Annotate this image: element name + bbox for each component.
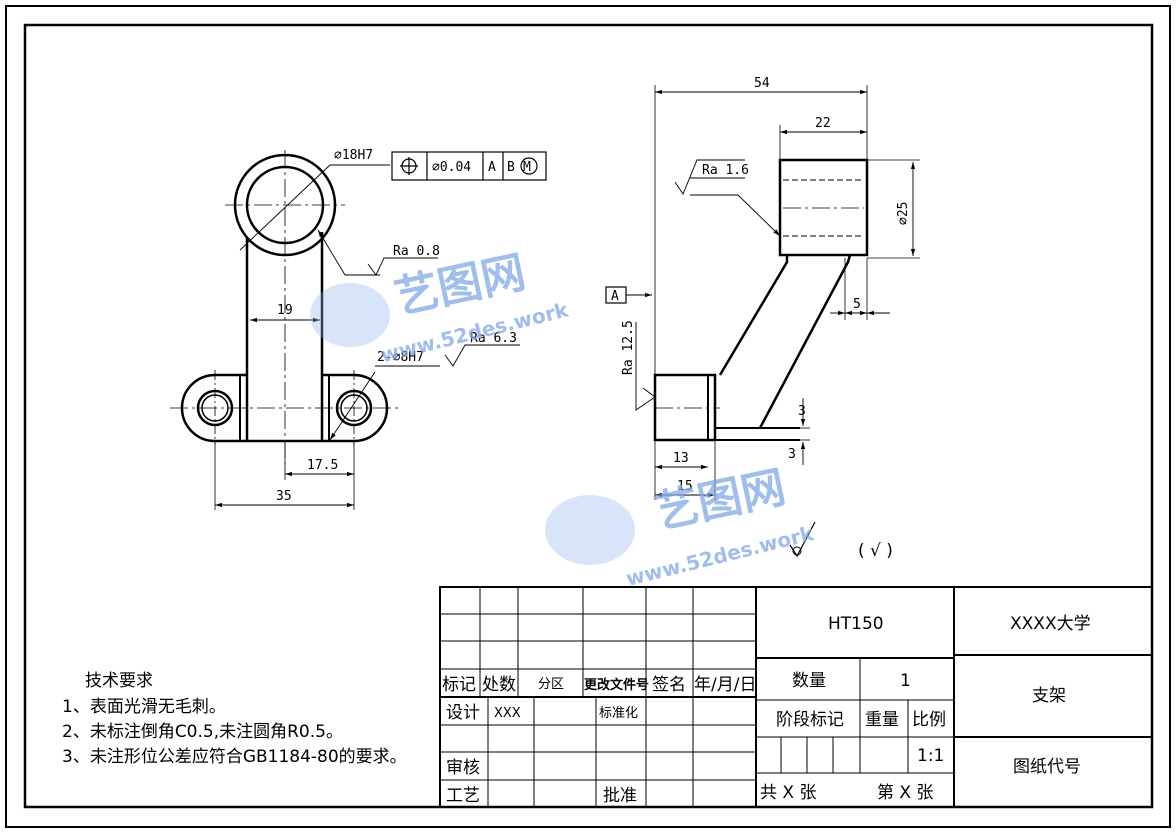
tech-req-item-3: 3、未注形位公差应符合GB1184-80的要求。 (62, 747, 407, 767)
outer-border (5, 5, 1171, 828)
tb-mark: 标记 (442, 675, 476, 695)
fcf-modifier: M (523, 160, 531, 175)
tech-req-item-2: 2、未标注倒角C0.5,未注圆角R0.5。 (62, 722, 343, 742)
fcf-datum-b: B (507, 160, 515, 175)
tb-scale-label: 比例 (912, 710, 946, 730)
tb-stage-label: 阶段标记 (776, 710, 844, 730)
ra-1-6-label: Ra 1.6 (702, 163, 749, 178)
dim-17-5: 17.5 (307, 458, 338, 473)
tech-req-item-1: 1、表面光滑无毛刺。 (62, 697, 226, 717)
title-block (439, 586, 1153, 808)
dim-3-upper: 3 (798, 404, 806, 419)
tb-zone: 分区 (538, 677, 564, 692)
tb-count: 处数 (482, 675, 516, 695)
tb-sign: 签名 (652, 675, 686, 695)
tb-scale: 1:1 (917, 746, 944, 766)
tb-sheet: 第 X 张 (877, 783, 933, 803)
tb-qty: 1 (900, 671, 911, 691)
tb-material: HT150 (828, 614, 884, 634)
tb-review: 审核 (446, 758, 480, 778)
ra-12-5-label: Ra 12.5 (621, 320, 636, 375)
dim-54: 54 (754, 76, 770, 91)
tb-part-name: 支架 (1032, 686, 1066, 706)
dim-15: 15 (677, 479, 693, 494)
tb-approve: 批准 (603, 786, 637, 806)
side-view (605, 85, 920, 558)
hole-top-label: ⌀18H7 (334, 148, 373, 163)
tb-change-doc: 更改文件号 (584, 677, 649, 693)
tech-req-title: 技术要求 (85, 671, 153, 691)
fcf-tolerance: ⌀0.04 (432, 160, 471, 175)
dim-3-lower: 3 (788, 447, 796, 462)
svg-text:艺图网: 艺图网 (650, 462, 790, 539)
tb-process: 工艺 (446, 786, 480, 806)
tb-standard: 标准化 (599, 706, 638, 721)
holes-label: 2-⌀8H7 (377, 350, 424, 365)
tb-weight-label: 重量 (865, 710, 899, 730)
tb-designer: XXX (494, 706, 521, 721)
tb-design: 设计 (446, 703, 480, 723)
tb-drawing-no: 图纸代号 (1013, 757, 1081, 777)
watermark-logo-1: 艺图网 www.52des.work (310, 247, 571, 367)
datum-a-label: A (611, 289, 619, 304)
dim-25: ⌀25 (896, 202, 911, 225)
ra-0-8-label: Ra 0.8 (393, 244, 440, 259)
dim-35: 35 (276, 489, 292, 504)
fcf-datum-a: A (488, 160, 496, 175)
dim-19: 19 (277, 303, 293, 318)
dim-22: 22 (815, 116, 831, 131)
dim-5: 5 (853, 297, 861, 312)
tb-date: 年/月/日 (694, 675, 756, 695)
tb-total: 共 X 张 (760, 783, 816, 803)
general-roughness: ( √ ) (858, 541, 893, 561)
tb-school: XXXX大学 (1010, 614, 1091, 634)
dim-13: 13 (673, 451, 689, 466)
svg-text:www.52des.work: www.52des.work (624, 521, 817, 591)
tb-qty-label: 数量 (792, 671, 826, 691)
ra-6-3-label: Ra 6.3 (470, 331, 517, 346)
front-view (170, 150, 547, 510)
